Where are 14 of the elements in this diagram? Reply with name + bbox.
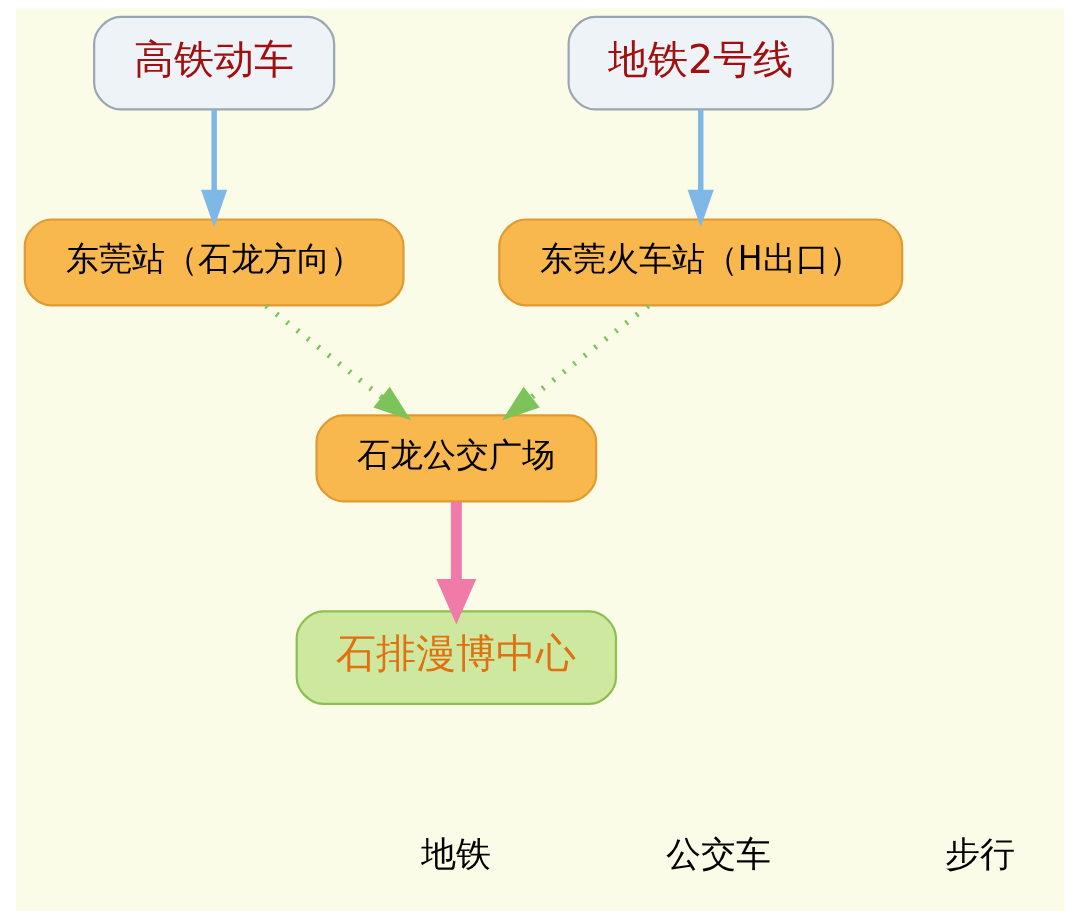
node-box: 地铁2号线 [567,15,834,111]
arrow [436,501,477,625]
arrow [687,109,714,228]
legend-label: 步行 [945,833,1016,875]
node-box: 东莞火车站（H出口） [498,218,904,307]
node-box: 高铁动车 [93,15,336,111]
legend-label: 地铁 [421,833,492,875]
node-box: 石排漫博中心 [295,610,618,705]
arrow [502,303,650,421]
node-box: 东莞站（石龙方向） [23,218,405,307]
legend-label: 公交车 [665,833,771,875]
arrow [264,303,411,421]
node-box: 石龙公交广场 [315,414,598,503]
arrow [201,109,228,228]
